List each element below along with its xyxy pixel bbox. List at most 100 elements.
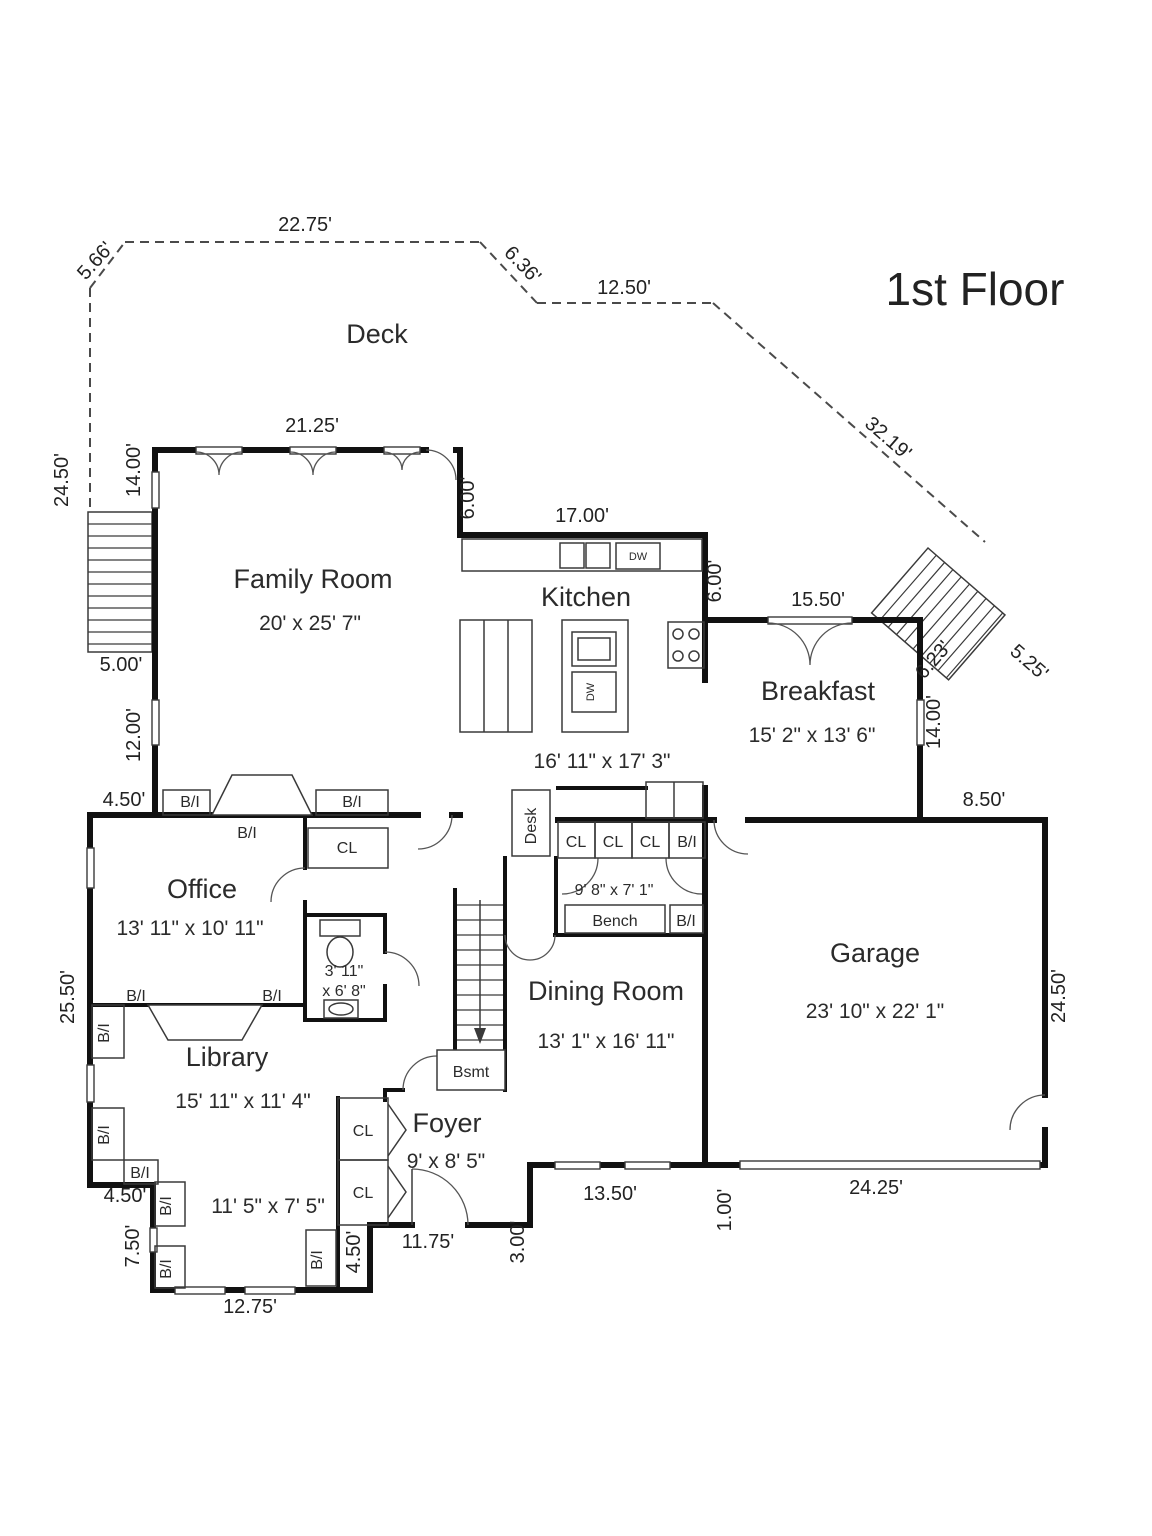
- toilet-tank: [319, 919, 361, 937]
- dim-foyer-bottom: 11.75': [402, 1231, 454, 1253]
- powder-room-fixtures: [319, 919, 361, 1019]
- built-in-label-library-2: B/I: [262, 988, 282, 1005]
- foyer-closet-2: [337, 1159, 389, 1226]
- island-dishwasher-box: [571, 671, 617, 713]
- dim-foyer-east-stub: 4.50': [343, 1231, 365, 1274]
- dim-nook-bottom: 12.75': [223, 1296, 277, 1318]
- bench-label: Bench: [592, 913, 637, 930]
- office-built-in-2: [315, 789, 389, 816]
- dim-kitchen-west-jog: 6.00': [457, 477, 479, 520]
- bench-built-in: [669, 904, 704, 934]
- dim-family-top: 21.25': [285, 415, 339, 437]
- room-label-garage: Garage: [830, 938, 920, 968]
- nook-built-in-2: [154, 1245, 186, 1289]
- dim-garage-bottom: 24.25': [849, 1177, 903, 1199]
- built-in-label-bench: B/I: [676, 913, 696, 930]
- dishwasher-box: [615, 542, 661, 570]
- built-in-label-mudroom: B/I: [677, 834, 697, 851]
- built-in-label-corner: B/I: [130, 1165, 150, 1182]
- room-dims-office: 13' 11" x 10' 11": [116, 917, 263, 940]
- built-in-label-nook-3: B/I: [309, 1250, 326, 1270]
- sink-basin: [328, 1002, 354, 1016]
- kitchen-sink-basin-left: [559, 542, 585, 569]
- room-dims-dining: 13' 1" x 16' 11": [538, 1030, 675, 1053]
- room-label-library: Library: [186, 1042, 269, 1072]
- page-title: 1st Floor: [886, 263, 1065, 315]
- dim-dining-west-stub: 3.00': [507, 1221, 529, 1264]
- room-label-foyer: Foyer: [412, 1108, 481, 1138]
- mudroom-built-in: [668, 821, 706, 859]
- built-in-label-west-1: B/I: [96, 1023, 113, 1043]
- dim-breakfast-top: 15.50': [791, 589, 845, 611]
- office-built-in-1: [162, 789, 211, 816]
- room-label-dining: Dining Room: [528, 976, 684, 1006]
- toilet-bowl: [326, 936, 354, 968]
- built-in-label-library-1: B/I: [126, 988, 146, 1005]
- dim-deck-top: 22.75': [278, 214, 332, 236]
- basement-label: Bsmt: [453, 1064, 490, 1081]
- dim-library-west-stub: 4.50': [104, 1185, 147, 1207]
- built-in-label-west-2: B/I: [96, 1125, 113, 1145]
- door-arcs: [270, 449, 1046, 1226]
- desk-label: Desk: [523, 807, 540, 844]
- deck-outline: [89, 241, 986, 631]
- dim-nook-west: 7.50': [122, 1225, 144, 1268]
- garage-door: [739, 1160, 1041, 1170]
- built-in-label-office-1: B/I: [180, 794, 200, 811]
- dim-deck-stairs-west: 5.00': [100, 654, 143, 676]
- nook-built-in-3: [305, 1229, 337, 1287]
- dim-deck-ne-diag: 6.36': [500, 242, 546, 288]
- room-label-office: Office: [167, 874, 237, 904]
- basement-stairs-box: [436, 1049, 506, 1091]
- kitchen-sink-basin-right: [585, 542, 611, 569]
- room-dims-powder-2: x 6' 8": [322, 983, 365, 1000]
- built-in-label-nook-1: B/I: [158, 1196, 175, 1216]
- dim-kitchen-east-jog: 6.00': [704, 560, 726, 603]
- dim-west-side: 25.50': [57, 970, 79, 1024]
- dim-kitchen-top: 17.00': [555, 505, 609, 527]
- desk-box: [511, 789, 551, 857]
- library-built-in-west-2: [91, 1107, 125, 1161]
- dim-garage-east: 24.50': [1048, 969, 1070, 1023]
- exterior-walls: [87, 447, 1048, 1293]
- fixture-labels: DW DW Desk CL CL CL B/I Bench B/I Bsmt C…: [96, 551, 697, 1279]
- library-built-in-corner: [123, 1159, 159, 1185]
- dim-deck-west: 24.50': [51, 453, 73, 507]
- island-dishwasher-label: DW: [585, 682, 597, 701]
- office-built-in-bay: [210, 774, 314, 816]
- room-label-family: Family Room: [233, 564, 392, 594]
- built-in-label-office-2: B/I: [237, 825, 257, 842]
- room-label-deck: Deck: [346, 319, 408, 349]
- dim-family-west-upper: 14.00': [123, 443, 145, 497]
- room-dims-nook: 11' 5" x 7' 5": [211, 1195, 325, 1218]
- kitchen-counter: [461, 538, 703, 572]
- interior-stairs: [436, 900, 506, 1091]
- built-in-label-nook-2: B/I: [158, 1259, 175, 1279]
- closet-label-3: CL: [640, 834, 661, 851]
- nook-built-in-1: [154, 1181, 186, 1227]
- closet-label-foyer-1: CL: [353, 1123, 374, 1140]
- island-sink: [571, 631, 617, 667]
- dim-family-west-lower: 12.00': [123, 708, 145, 762]
- dim-office-top: 4.50': [103, 789, 146, 811]
- room-dims-mudroom: 9' 8" x 7' 1": [575, 882, 654, 899]
- room-label-breakfast: Breakfast: [761, 676, 876, 706]
- dim-deck-upper-right: 12.50': [597, 277, 651, 299]
- stairs-direction-arrow: [474, 1028, 486, 1044]
- room-dims-foyer: 9' x 8' 5": [407, 1150, 486, 1173]
- built-ins-and-closets: [91, 774, 706, 1289]
- room-label-kitchen: Kitchen: [541, 582, 631, 612]
- room-dims-powder-1: 3' 11": [325, 963, 364, 980]
- room-labels: Deck Family Room 20' x 25' 7" Kitchen 16…: [116, 319, 944, 1218]
- room-dims-family: 20' x 25' 7": [259, 612, 361, 635]
- room-dims-kitchen: 16' 11" x 17' 3": [534, 750, 671, 773]
- closet-label-2: CL: [603, 834, 624, 851]
- closet-label-foyer-2: CL: [353, 1185, 374, 1202]
- library-built-in-bay: [146, 1004, 264, 1041]
- deck-stairs-northeast: [870, 546, 1007, 681]
- closet-bifold-doors: [387, 1103, 407, 1219]
- window-swing-arcs: [195, 451, 853, 666]
- kitchen-fixtures: [459, 538, 705, 819]
- windows: [86, 446, 1041, 1295]
